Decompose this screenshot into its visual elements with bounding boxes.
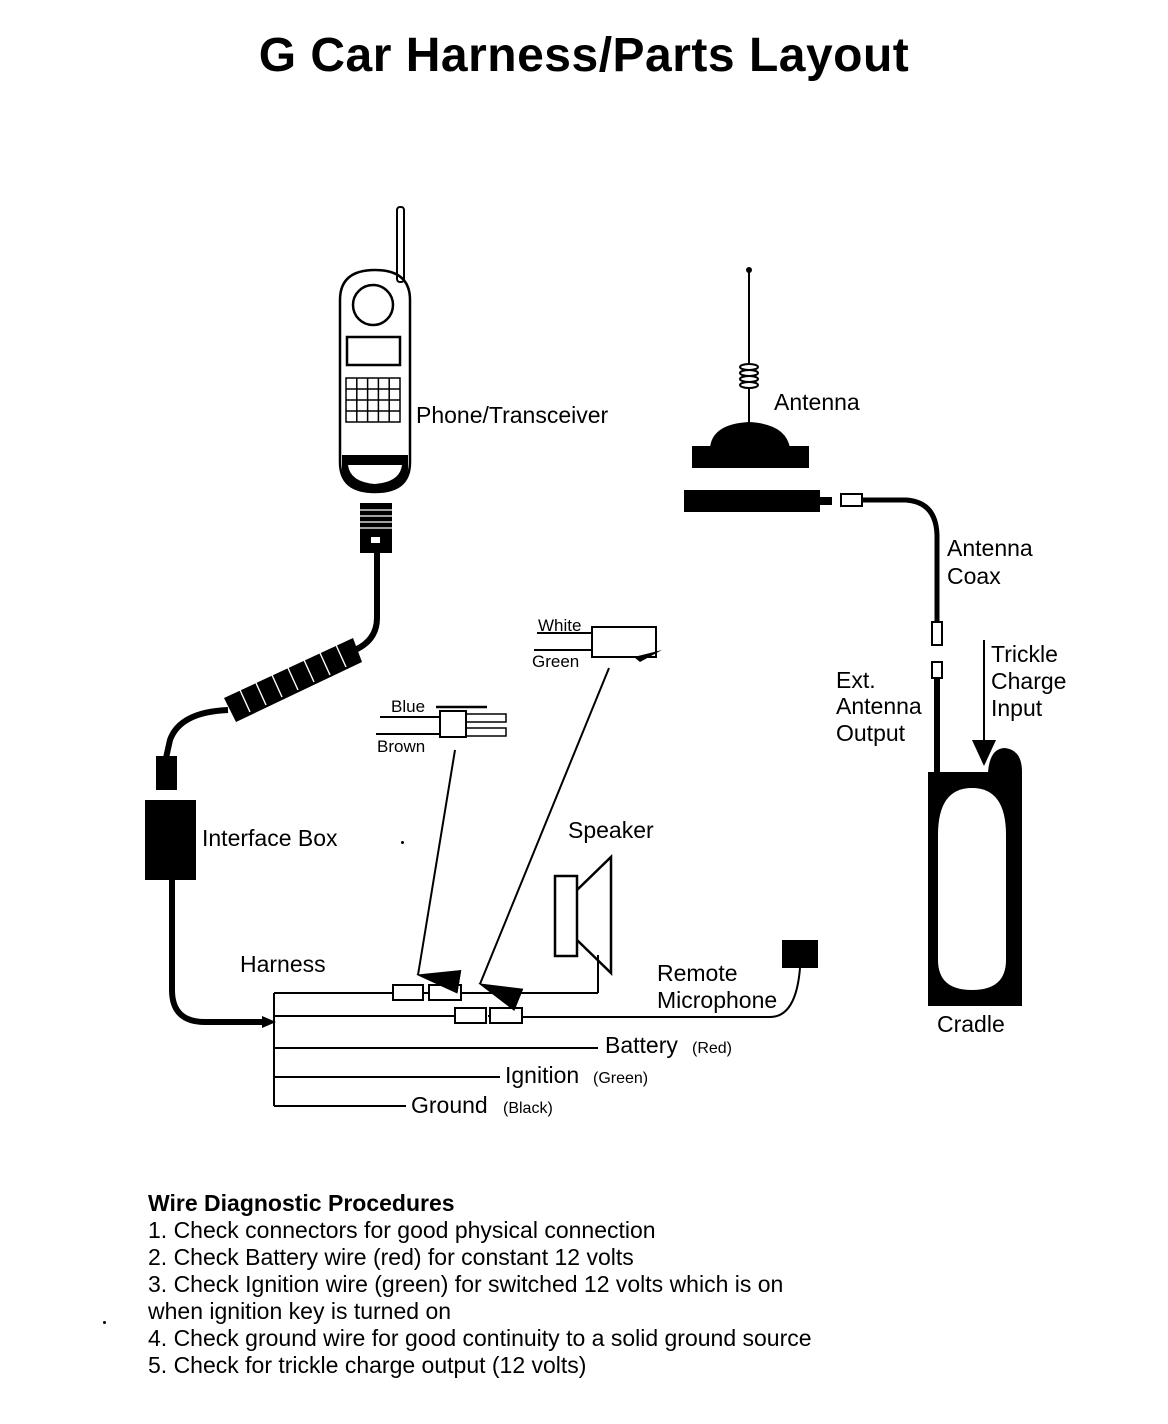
- remote-microphone-label-1: Remote: [657, 960, 738, 986]
- ext-antenna-output-label-3: Output: [836, 720, 906, 746]
- procedure-step: 2. Check Battery wire (red) for constant…: [148, 1244, 634, 1270]
- speck: [103, 1321, 106, 1324]
- wire-diagnostic-procedures: Wire Diagnostic Procedures 1. Check conn…: [148, 1190, 1108, 1379]
- antenna: [684, 267, 863, 512]
- white-wire-label: White: [538, 616, 581, 635]
- procedure-step: 3. Check Ignition wire (green) for switc…: [148, 1271, 784, 1297]
- ext-antenna-output-label-1: Ext.: [836, 667, 876, 693]
- procedures-heading: Wire Diagnostic Procedures: [148, 1190, 455, 1216]
- page-title: G Car Harness/Parts Layout: [258, 29, 910, 82]
- antenna-coax: [862, 497, 943, 775]
- remote-microphone: [782, 940, 818, 968]
- trickle-charge-label-1: Trickle: [991, 641, 1058, 667]
- ground-wire-label: Ground: [411, 1092, 488, 1118]
- ignition-wire-label: Ignition: [505, 1062, 579, 1088]
- speaker: [553, 854, 613, 993]
- antenna-label: Antenna: [774, 389, 860, 415]
- interface-box: [145, 756, 276, 1028]
- ignition-wire-color: (Green): [593, 1070, 648, 1087]
- cradle-label: Cradle: [937, 1011, 1005, 1037]
- phone-connector: [360, 503, 392, 553]
- antenna-coax-label-1: Antenna: [947, 535, 1033, 561]
- speck: [401, 841, 404, 844]
- phone-transceiver: [338, 206, 412, 494]
- green-wire-label: Green: [532, 652, 579, 671]
- blue-wire-label: Blue: [391, 697, 425, 716]
- procedure-step: 1. Check connectors for good physical co…: [148, 1217, 656, 1243]
- cradle: [928, 748, 1022, 1006]
- interface-box-label: Interface Box: [202, 825, 338, 851]
- harness-diagram: Phone/Transceiver Interfac: [145, 206, 1066, 1118]
- coiled-cord: [163, 553, 380, 759]
- trickle-charge-label-2: Charge: [991, 668, 1066, 694]
- phone-transceiver-label: Phone/Transceiver: [416, 402, 609, 428]
- trickle-charge-label-3: Input: [991, 695, 1043, 721]
- procedure-step: 4. Check ground wire for good continuity…: [148, 1325, 812, 1351]
- blue-brown-connector: [376, 705, 507, 994]
- brown-wire-label: Brown: [377, 737, 425, 756]
- white-green-connector: [478, 626, 662, 1011]
- ground-wire-color: (Black): [503, 1100, 553, 1117]
- antenna-coax-label-2: Coax: [947, 563, 1001, 589]
- ext-antenna-output-label-2: Antenna: [836, 693, 922, 719]
- procedure-step: 5. Check for trickle charge output (12 v…: [148, 1352, 587, 1378]
- remote-microphone-label-2: Microphone: [657, 987, 777, 1013]
- harness-label: Harness: [240, 951, 326, 977]
- battery-wire-label: Battery: [605, 1032, 678, 1058]
- speaker-label: Speaker: [568, 817, 654, 843]
- procedure-step-continuation: when ignition key is turned on: [148, 1298, 452, 1324]
- trickle-charge-arrow: [972, 640, 996, 766]
- harness-connectors: [392, 984, 523, 1024]
- battery-wire-color: (Red): [692, 1040, 732, 1057]
